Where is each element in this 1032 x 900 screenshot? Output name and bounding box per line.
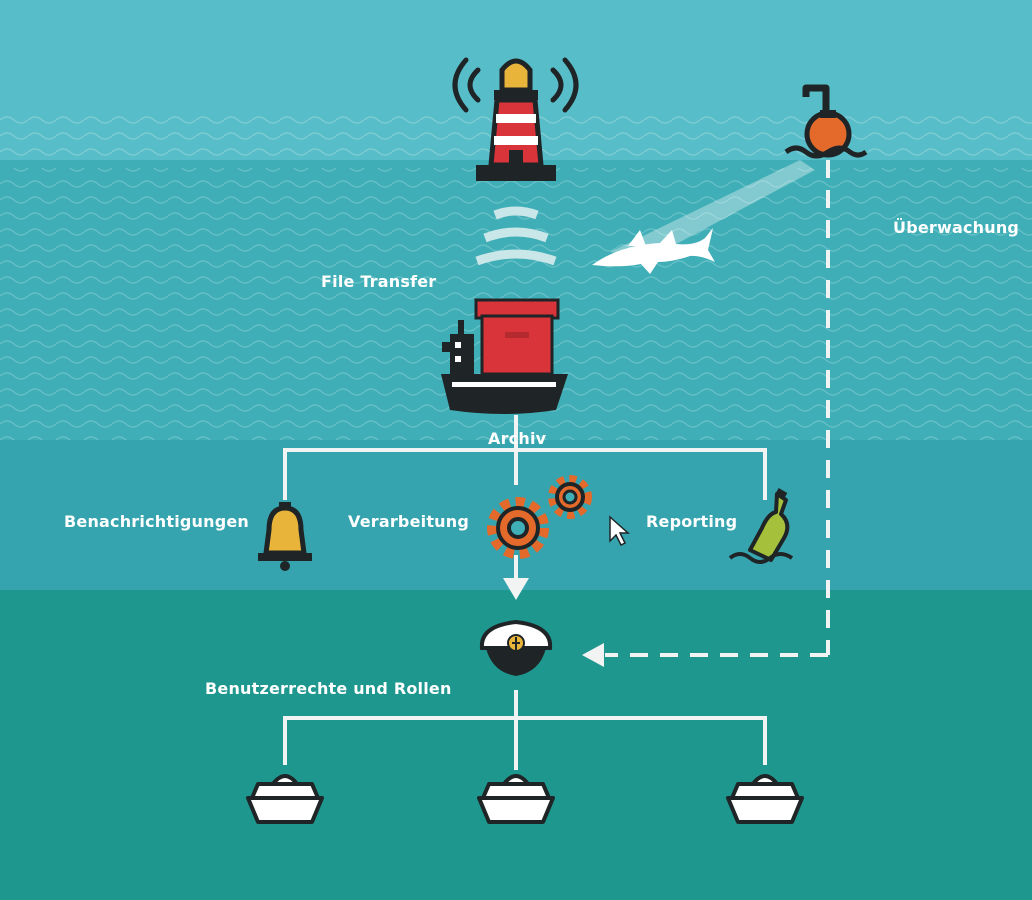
boat-icon bbox=[726, 774, 804, 824]
connectors bbox=[283, 160, 830, 770]
buoy-icon bbox=[784, 84, 868, 159]
label-file-transfer: File Transfer bbox=[321, 272, 437, 291]
cargo-ship-icon bbox=[441, 298, 568, 414]
mouse-cursor-icon bbox=[609, 515, 630, 547]
boat-icon bbox=[246, 774, 324, 824]
signal-waves-icon bbox=[475, 206, 557, 266]
boat-icon bbox=[477, 774, 555, 824]
label-benachrichtigungen: Benachrichtigungen bbox=[64, 512, 250, 531]
captain-hat-icon bbox=[479, 619, 553, 676]
label-archiv: Archiv bbox=[488, 429, 547, 448]
bell-icon bbox=[258, 502, 312, 571]
lighthouse-icon bbox=[452, 57, 579, 181]
gears-icon bbox=[487, 475, 592, 559]
arrow-down-head bbox=[503, 578, 529, 600]
surveillance-beam bbox=[610, 160, 815, 258]
label-benutzerrechte-und-rollen: Benutzerrechte und Rollen bbox=[205, 679, 452, 698]
shark-icon bbox=[592, 228, 715, 274]
bottle-icon bbox=[728, 488, 794, 564]
label-reporting: Reporting bbox=[646, 512, 738, 531]
arrow-left-head bbox=[582, 643, 604, 667]
label-verarbeitung: Verarbeitung bbox=[348, 512, 470, 531]
label-ueberwachung: Überwachung bbox=[893, 218, 1020, 237]
